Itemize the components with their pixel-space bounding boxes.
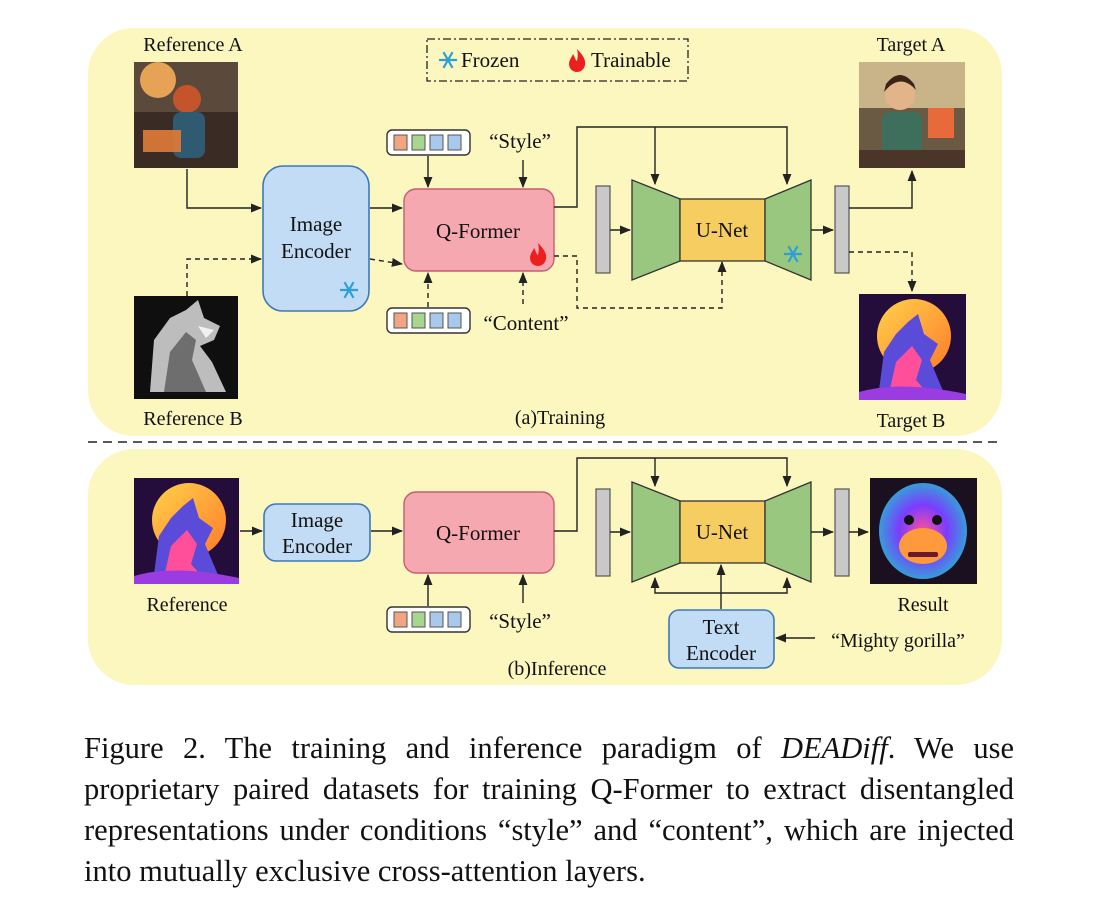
qformer-label: Q-Former — [436, 219, 520, 243]
caption-suffix: . We use proprietary paired datasets for… — [84, 731, 1014, 888]
inference-title: (b)Inference — [508, 658, 607, 680]
unet-inference: U-Net — [595, 481, 850, 583]
legend-trainable: Trainable — [591, 48, 671, 72]
caption-method: DEADiff — [780, 731, 888, 765]
text-encoder-line2: Encoder — [686, 641, 756, 665]
legend-frozen: Frozen — [461, 48, 520, 72]
inference-connectors — [240, 457, 870, 643]
target-a-image — [859, 62, 965, 168]
image-encoder-line2: Encoder — [282, 534, 352, 558]
content-condition-label: “Content” — [483, 311, 568, 335]
qformer-label: Q-Former — [436, 521, 520, 545]
image-encoder-line2: Encoder — [281, 239, 351, 263]
style-condition-label: “Style” — [489, 129, 551, 153]
qformer-inference: Q-Former — [403, 491, 555, 574]
training-title: (a)Training — [515, 407, 605, 429]
figure-caption: Figure 2. The training and inference par… — [84, 728, 1014, 892]
image-encoder-line1: Image — [291, 508, 343, 532]
target-b-label: Target B — [877, 410, 946, 432]
reference-a-label: Reference A — [143, 34, 243, 56]
inference-reference-image — [134, 478, 239, 584]
query-tokens-inference — [386, 606, 471, 633]
result-label: Result — [897, 594, 949, 616]
query-tokens-top — [386, 129, 471, 156]
reference-b-image — [134, 296, 238, 399]
image-encoder-training: Image Encoder — [262, 165, 370, 312]
caption-prefix: Figure 2. The training and inference par… — [84, 731, 781, 765]
prompt-label: “Mighty gorilla” — [831, 630, 965, 652]
style-condition-label: “Style” — [489, 609, 551, 633]
image-encoder-line1: Image — [290, 212, 342, 236]
reference-label: Reference — [146, 594, 227, 616]
qformer-training: Q-Former — [403, 188, 555, 272]
text-encoder: Text Encoder — [668, 609, 775, 669]
query-tokens-bottom — [386, 307, 471, 334]
image-encoder-inference: Image Encoder — [263, 503, 371, 562]
unet-training: U-Net — [595, 179, 850, 281]
reference-b-label: Reference B — [143, 408, 242, 430]
unet-label: U-Net — [696, 520, 749, 544]
reference-a-image — [134, 62, 238, 168]
unet-label: U-Net — [696, 218, 749, 242]
deadiff-diagram: Frozen Trainable Reference A Target A Re… — [88, 28, 1002, 685]
target-a-label: Target A — [877, 34, 946, 56]
target-b-image — [859, 294, 966, 400]
legend: Frozen Trainable — [426, 38, 689, 82]
result-image — [870, 478, 977, 584]
training-connectors — [186, 126, 917, 309]
text-encoder-line1: Text — [702, 615, 739, 639]
